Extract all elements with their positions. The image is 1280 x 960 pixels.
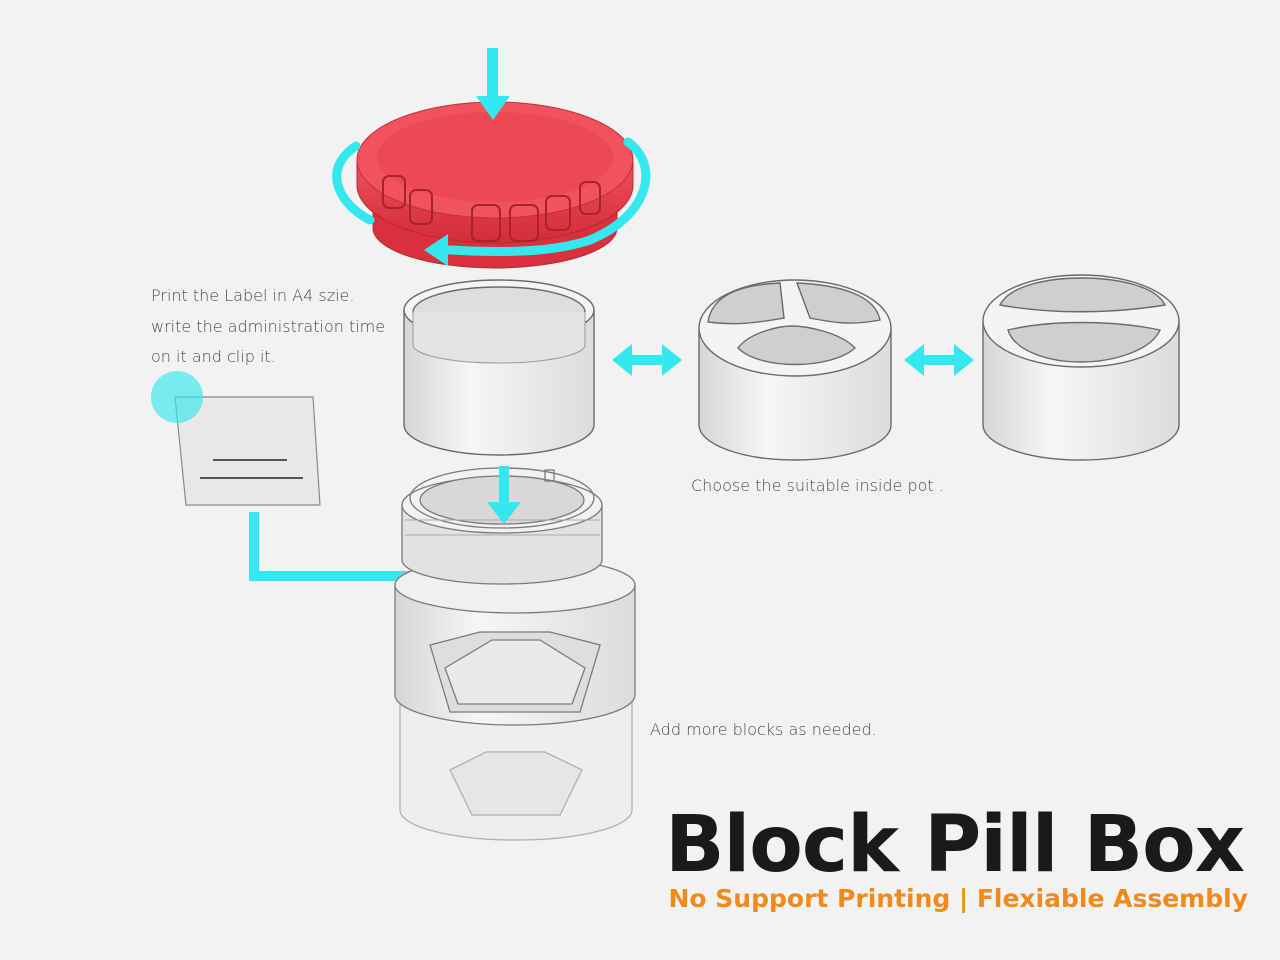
label-instruction-line-3: on it and clip it. (151, 347, 276, 366)
label-card (174, 396, 321, 506)
label-instruction-line-1: Print the Label in A4 szie. (151, 286, 355, 305)
more-blocks-caption: Add more blocks as needed. (650, 720, 877, 739)
product-title: Block Pill Box (665, 800, 1245, 890)
inside-pot-caption: Choose the suitable inside pot . (691, 476, 944, 495)
down-arrow-body (487, 466, 521, 524)
double-arrow-2 (904, 344, 974, 376)
clip-indicator (151, 371, 203, 423)
label-instructions: Print the Label in A4 szie. write the ad… (151, 281, 385, 373)
rotate-arrow (332, 137, 651, 257)
rotate-arrow-head (424, 234, 448, 266)
down-arrow-lid (476, 48, 510, 120)
label-instruction-line-2: write the administration time (151, 316, 386, 336)
plain-inner-pot (403, 279, 595, 456)
two-compartment-pot (982, 274, 1180, 461)
product-subtitle: No Support Printing | Flexiable Assembly (668, 884, 1249, 913)
double-arrow-1 (612, 344, 682, 376)
three-compartment-pot (698, 279, 892, 461)
pill-box-body (394, 467, 636, 841)
